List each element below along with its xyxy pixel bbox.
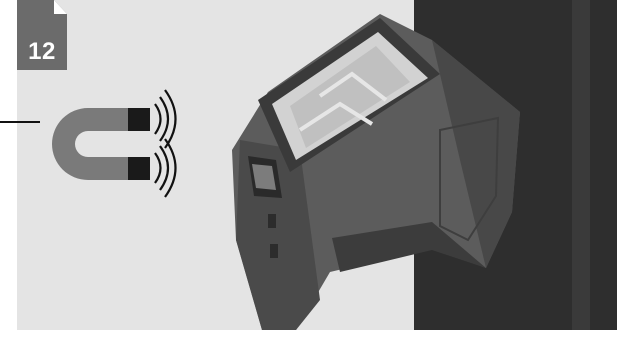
magnetic-field-waves: [155, 90, 176, 197]
page-number: 12: [17, 38, 67, 66]
leader-line: [0, 121, 40, 123]
magnet-icon: [52, 108, 150, 180]
